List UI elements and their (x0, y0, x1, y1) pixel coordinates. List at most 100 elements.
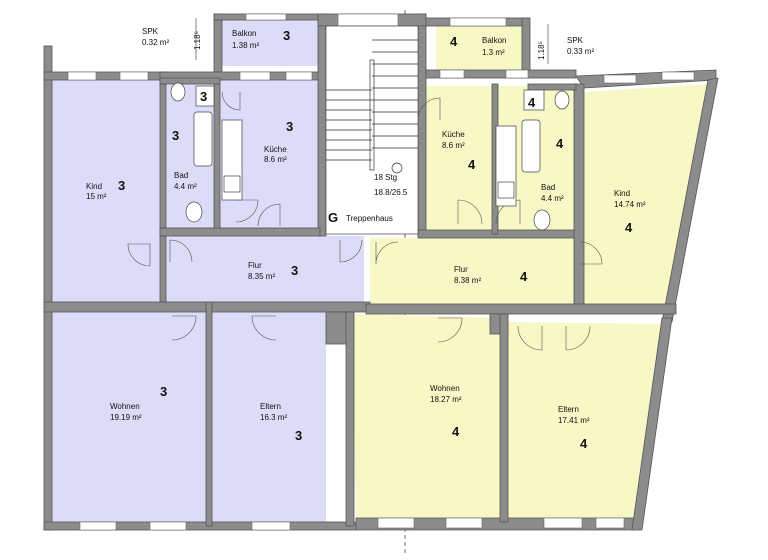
spk-4-area: 0.33 m² (567, 47, 594, 56)
window (79, 521, 117, 531)
wall-kind3-right (159, 79, 167, 303)
wall-outer-right-lower (631, 317, 673, 531)
toilet-icon (185, 201, 203, 223)
dim-3: 1.18⁵ (193, 31, 202, 50)
window (251, 521, 291, 531)
wall-stair-right (417, 13, 427, 237)
wall-spk4 (527, 83, 577, 91)
door-swing (579, 241, 603, 265)
sink-icon (170, 82, 186, 102)
stair-handrail (369, 59, 375, 171)
room-wohnen-4 (352, 314, 504, 518)
wall-bad3-right (213, 79, 221, 235)
room-wohnen-3 (52, 312, 206, 522)
window (543, 517, 583, 529)
flur-3-area: 8.35 m² (248, 272, 275, 281)
door-swing (437, 317, 463, 343)
apt-number-3: 3 (118, 178, 125, 193)
room-eltern-4 (506, 322, 662, 518)
bathtub-icon (521, 119, 541, 173)
balkon-3-area: 1.38 m² (232, 41, 259, 50)
fixtures (170, 82, 570, 231)
spk-shaft-4 (523, 89, 545, 111)
stove-icon (497, 181, 515, 199)
apt-number-3: 3 (200, 89, 207, 104)
room-flur-4 (370, 238, 574, 304)
wall-eltern3-right (345, 311, 355, 527)
wohnen-4-area: 18.27 m² (430, 395, 462, 404)
window (603, 74, 637, 84)
wall-spk3 (159, 77, 221, 85)
wall-kind4-left (573, 83, 585, 313)
apt-number-3: 3 (295, 428, 302, 443)
kueche-4-label: Küche (442, 130, 465, 139)
door-swing (235, 199, 259, 223)
door-swing (257, 203, 281, 227)
window (505, 69, 529, 79)
apt-number-4: 4 (452, 424, 460, 439)
apt-number-3: 3 (286, 119, 293, 134)
room-kind-3 (52, 80, 164, 302)
apt-number-3: 3 (291, 263, 298, 278)
wall-flur4-bottom (365, 303, 677, 315)
door-swing (169, 239, 193, 263)
balkon-4-area: 1.3 m² (482, 48, 505, 57)
bad-3-label: Bad (174, 171, 188, 180)
spk-4-label: SPK (567, 36, 584, 45)
apt-number-4: 4 (520, 269, 528, 284)
flur-4-area: 8.38 m² (454, 276, 481, 285)
door-swing (221, 91, 241, 111)
stair-steps: 18 Stg (374, 173, 397, 182)
apt-number-4: 4 (528, 95, 536, 110)
kind-4-label: Kind (614, 189, 630, 198)
stairwell-name: Treppenhaus (346, 214, 393, 223)
flur-3-label: Flur (248, 261, 262, 270)
window (239, 71, 271, 81)
stair-ratio: 18.8/26.5 (374, 188, 408, 197)
apt-number-4: 4 (625, 220, 633, 235)
room-kueche-4 (426, 86, 496, 230)
window (285, 71, 313, 81)
wohnen-4-label: Wohnen (430, 384, 460, 393)
balkon-3-label: Balkon (232, 29, 256, 38)
door-swing (517, 325, 543, 351)
door-swing (339, 239, 363, 263)
spk-3-area: 0.32 m² (142, 38, 169, 47)
wall-outer-right-upper (661, 77, 719, 323)
door-swing (171, 315, 197, 341)
window (149, 521, 187, 531)
wall-top-apt4 (425, 69, 577, 79)
stove-icon (223, 175, 241, 193)
window (377, 517, 415, 529)
room-eltern-3 (212, 312, 326, 522)
bad-4-area: 4.4 m² (541, 194, 564, 203)
stair-start-marker (391, 162, 403, 174)
window (595, 517, 625, 529)
room-flur-3 (164, 236, 364, 302)
window (337, 13, 399, 27)
spk-3-label: SPK (142, 27, 159, 36)
wall-wohnen4-right (499, 313, 509, 523)
spk-shaft-3 (195, 85, 215, 107)
toilet-icon (533, 209, 551, 231)
kind-4-area: 14.74 m² (614, 200, 646, 209)
wall-flur3-top (159, 227, 321, 237)
apt-number-3: 3 (172, 128, 179, 143)
window (119, 71, 149, 81)
window (245, 13, 287, 21)
window (449, 17, 507, 27)
door-swing (565, 325, 591, 351)
wall-balkon3-left (213, 13, 223, 81)
eltern-4-area: 17.41 m² (558, 416, 590, 425)
window (661, 71, 695, 81)
stairwell-letter: G (328, 210, 338, 225)
wohnen-3-area: 19.19 m² (110, 413, 142, 422)
wall-wohnen3-right (205, 301, 213, 527)
room-balkon-3 (222, 20, 320, 66)
apt-number-4: 4 (580, 436, 588, 451)
apartment-3 (52, 20, 364, 522)
bad-4-label: Bad (541, 183, 555, 192)
bad-3-area: 4.4 m² (174, 182, 197, 191)
sink-icon (554, 90, 570, 110)
